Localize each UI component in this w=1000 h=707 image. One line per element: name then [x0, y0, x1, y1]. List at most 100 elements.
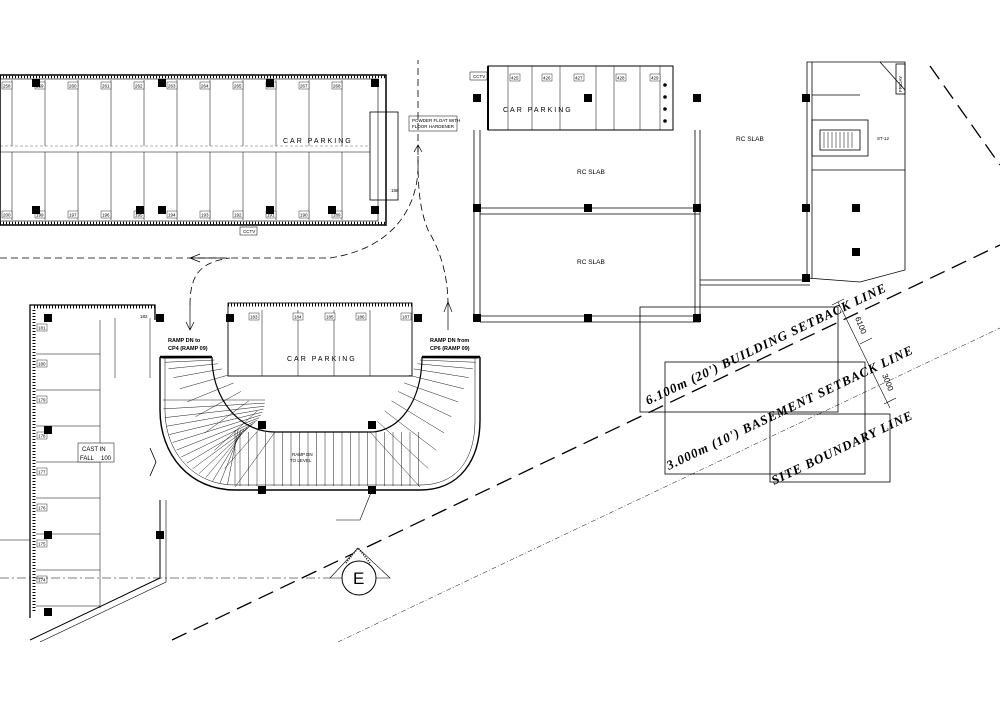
setback-boxes: [639, 306, 891, 483]
svg-text:187: 187: [402, 315, 410, 320]
stall-number: 189: [331, 210, 343, 219]
grid-marker-e: E: [329, 546, 391, 596]
column: [368, 486, 376, 494]
powder-float-note: POWDER FLOAT WITH: [412, 118, 460, 123]
stall-number: 183: [248, 312, 260, 321]
column: [693, 94, 701, 102]
stall-number: 200: [1, 210, 13, 219]
column: [473, 314, 481, 322]
column: [852, 248, 860, 256]
left-parking-block: [29, 304, 156, 618]
column: [158, 206, 166, 214]
basement-setback-line: [337, 327, 1000, 643]
column: [136, 206, 144, 214]
car-parking-label-top: CAR PARKING: [283, 138, 353, 145]
ramp-mid-label-2: TO LEVEL: [290, 458, 312, 463]
ramp-to-cp4-label-2: CP4 (RAMP 09): [168, 346, 208, 352]
ramp-mid-label-1: RAMP DN: [292, 452, 313, 457]
stall-number: 179: [36, 395, 48, 404]
stall-number: 192: [232, 210, 244, 219]
stall-number: 264: [199, 81, 211, 90]
svg-text:429: 429: [651, 76, 659, 81]
svg-text:199: 199: [36, 213, 44, 218]
svg-text:196: 196: [102, 213, 110, 218]
column: [473, 94, 481, 102]
svg-text:176: 176: [38, 506, 46, 511]
site-boundary-text: SITE BOUNDARY LINE: [769, 407, 916, 487]
cctv-label-right: CCTV: [473, 74, 485, 79]
svg-text:180: 180: [38, 362, 46, 367]
rc-slab-grid: [473, 130, 810, 323]
column: [328, 206, 336, 214]
svg-text:174: 174: [38, 578, 46, 583]
cast-in-tag: CAST IN FALL 100: [77, 442, 115, 463]
svg-text:259: 259: [36, 84, 44, 89]
stall-number: 197: [67, 210, 79, 219]
svg-text:261: 261: [102, 84, 110, 89]
column: [266, 79, 274, 87]
stall-number: 426: [541, 73, 553, 82]
svg-text:186: 186: [357, 315, 365, 320]
stall-number: 186: [355, 312, 367, 321]
ramp-from-cp6-label-2: CP6 (RAMP 09): [430, 346, 470, 352]
column: [158, 79, 166, 87]
stall-number: 178: [36, 431, 48, 440]
svg-text:268: 268: [333, 84, 341, 89]
column: [802, 274, 810, 282]
ramp-entry-chevron: [149, 447, 157, 477]
mid-parking-block: [227, 302, 413, 377]
column: [693, 204, 701, 212]
stall-number: 187: [400, 312, 412, 321]
column: [584, 204, 592, 212]
building-setback-line: [171, 244, 1000, 641]
column: [371, 79, 379, 87]
svg-text:189: 189: [333, 213, 341, 218]
stall-number: 175: [36, 539, 48, 548]
svg-text:193: 193: [201, 213, 209, 218]
column: [368, 421, 376, 429]
svg-text:264: 264: [201, 84, 209, 89]
stall-number: 427: [573, 73, 585, 82]
svg-text:258: 258: [3, 84, 11, 89]
lift-tag: FRIDAY: [898, 76, 903, 92]
cctv-label-left: CCTV: [243, 229, 255, 234]
stall-number: 193: [199, 210, 211, 219]
stall-number: 190: [298, 210, 310, 219]
column: [584, 314, 592, 322]
stall-number: 174: [36, 575, 48, 584]
column: [802, 94, 810, 102]
stall-number: 428: [615, 73, 627, 82]
car-parking-label-mid: CAR PARKING: [287, 356, 357, 363]
svg-text:179: 179: [38, 398, 46, 403]
building-setback-text: 6.100m (20') BUILDING SETBACK LINE: [643, 280, 889, 408]
fall-text: FALL: [80, 456, 95, 462]
rc-slab-label-3: RC SLAB: [736, 136, 764, 143]
stall-number: 262: [133, 81, 145, 90]
column: [414, 314, 422, 322]
column: [32, 206, 40, 214]
column: [852, 204, 860, 212]
top-row-stall-numbers: 258259260261262263264265266267268: [1, 81, 343, 90]
driveway-path: [0, 60, 449, 306]
stall-number: 185: [324, 312, 336, 321]
svg-text:190: 190: [300, 213, 308, 218]
stall-number: 267: [298, 81, 310, 90]
ramp-to-cp4-label-1: RAMP DN to: [168, 338, 201, 344]
stall-number: 260: [67, 81, 79, 90]
site-boundary-line: [929, 65, 1000, 166]
column: [258, 486, 266, 494]
setback-dimensions: [831, 298, 897, 409]
svg-text:191: 191: [267, 213, 275, 218]
svg-text:194: 194: [168, 213, 176, 218]
column: [156, 531, 164, 539]
top-center-parking-block: [487, 65, 674, 131]
stair-treads: [823, 132, 853, 148]
cctv-box-left: [239, 226, 258, 236]
column: [44, 531, 52, 539]
grid-marker-label: E: [353, 569, 364, 588]
